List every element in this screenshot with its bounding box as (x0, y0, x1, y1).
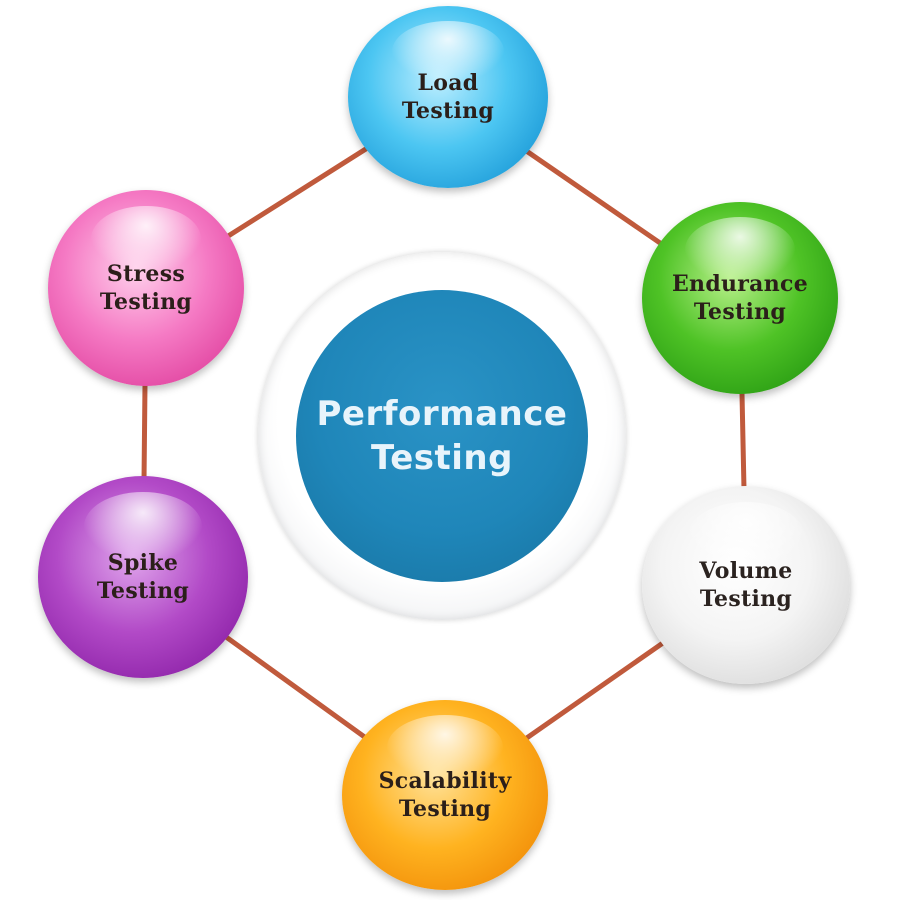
node-label-line1: Spike (107, 550, 179, 576)
center-title-line2: Testing (371, 438, 513, 478)
node-scalability-testing: Scalability Testing (342, 700, 548, 890)
node-label: Load Testing (402, 69, 494, 125)
node-label-line1: Load (417, 70, 479, 96)
node-label-line2: Testing (398, 796, 492, 822)
node-label: Scalability Testing (379, 767, 512, 823)
node-stress-testing: Stress Testing (48, 190, 244, 386)
node-label-line1: Stress (106, 261, 186, 287)
node-endurance-testing: Endurance Testing (642, 202, 838, 394)
center-title: Performance Testing (317, 392, 568, 480)
node-label-line1: Endurance (671, 271, 809, 297)
node-label-line2: Testing (693, 299, 787, 325)
center-title-line1: Performance (316, 394, 568, 434)
node-label-line1: Volume (699, 558, 793, 584)
node-label: Endurance Testing (672, 270, 808, 326)
node-label: Stress Testing (100, 260, 192, 316)
center-circle: Performance Testing (296, 290, 588, 582)
node-volume-testing: Volume Testing (642, 486, 850, 684)
node-label-line2: Testing (401, 98, 495, 124)
node-spike-testing: Spike Testing (38, 476, 248, 678)
node-label: Spike Testing (97, 549, 189, 605)
node-label: Volume Testing (699, 557, 792, 613)
node-label-line2: Testing (699, 586, 793, 612)
node-label-line1: Scalability (378, 768, 512, 794)
node-label-line2: Testing (96, 578, 190, 604)
node-label-line2: Testing (99, 289, 193, 315)
node-load-testing: Load Testing (348, 6, 548, 188)
